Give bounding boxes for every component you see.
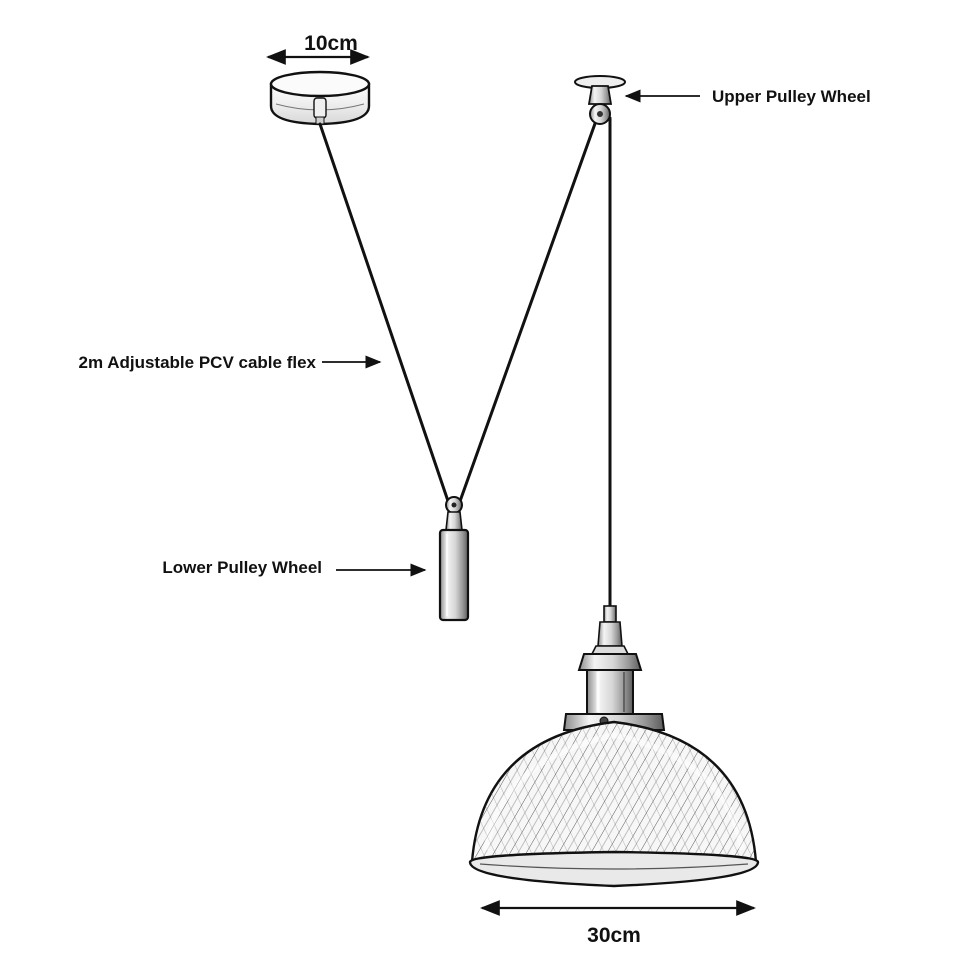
dome-shade — [468, 720, 760, 888]
callout-upper-pulley-label: Upper Pulley Wheel — [712, 87, 871, 106]
lamp-holder — [562, 605, 666, 731]
canopy-dimension: 10cm — [266, 32, 370, 65]
shade-dimension-label: 30cm — [587, 924, 641, 947]
cable-flex — [318, 116, 612, 614]
cable-canopy-to-lower-pulley — [318, 122, 451, 506]
upper-pulley-wheel — [574, 75, 626, 125]
cable-lower-pulley-to-upper-pulley — [457, 116, 599, 506]
lower-pulley-wheel — [438, 496, 470, 622]
callout-lower-pulley: Lower Pulley Wheel — [162, 558, 427, 577]
pulley-weight — [438, 528, 470, 622]
callout-cable-label: 2m Adjustable PCV cable flex — [79, 353, 317, 372]
callout-lower-pulley-label: Lower Pulley Wheel — [162, 558, 322, 577]
shade-dimension: 30cm — [480, 900, 756, 947]
callout-cable: 2m Adjustable PCV cable flex — [79, 353, 382, 372]
ceiling-canopy — [269, 70, 371, 126]
callout-upper-pulley: Upper Pulley Wheel — [624, 87, 871, 106]
canopy-dimension-label: 10cm — [304, 32, 358, 55]
